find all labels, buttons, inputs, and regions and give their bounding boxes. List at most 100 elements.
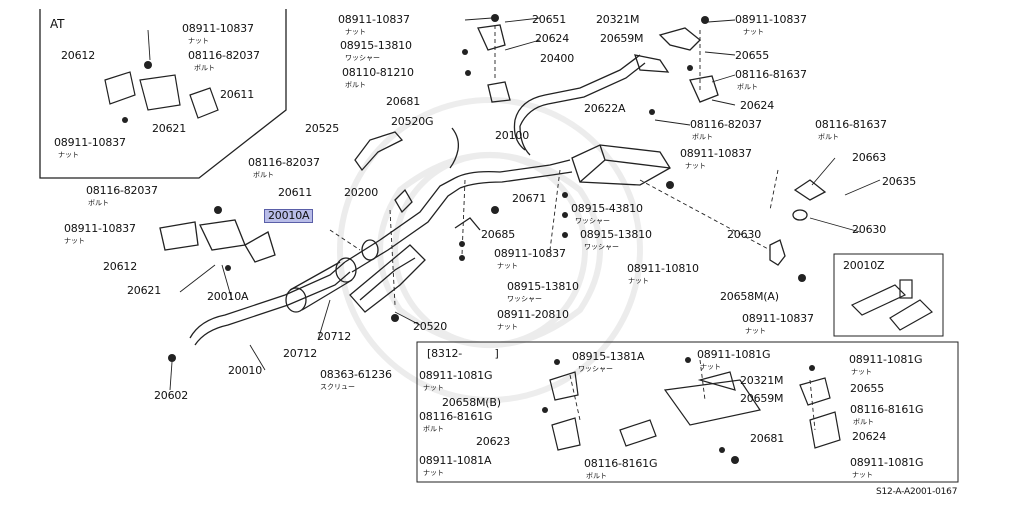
- part-label[interactable]: 20321M: [740, 374, 784, 387]
- part-label[interactable]: 20685: [481, 228, 515, 241]
- part-label[interactable]: 20630: [852, 223, 886, 236]
- part-type-label: ボルト: [194, 64, 215, 72]
- part-label[interactable]: 08363-61236: [320, 368, 392, 381]
- part-type-label: ナット: [345, 28, 366, 36]
- part-label[interactable]: 20659M: [740, 392, 784, 405]
- part-type-label: ワッシャー: [578, 365, 613, 373]
- part-label[interactable]: 08911-1081G: [850, 456, 924, 469]
- part-label[interactable]: 08915-43810: [571, 202, 643, 215]
- part-label[interactable]: 20681: [750, 432, 784, 445]
- part-label[interactable]: 20623: [476, 435, 510, 448]
- part-label[interactable]: 08911-1081G: [419, 369, 493, 382]
- variant-inset-box: [416, 341, 959, 483]
- part-label[interactable]: 20651: [532, 13, 566, 26]
- part-label[interactable]: 08911-10837: [64, 222, 136, 235]
- part-label[interactable]: 08911-10837: [338, 13, 410, 26]
- part-label[interactable]: 08911-10810: [627, 262, 699, 275]
- part-label[interactable]: 20655: [850, 382, 884, 395]
- part-label[interactable]: 08911-10837: [54, 136, 126, 149]
- part-label[interactable]: 08911-1081G: [849, 353, 923, 366]
- part-label[interactable]: 20520G: [391, 115, 434, 128]
- part-label[interactable]: 20010: [228, 364, 262, 377]
- part-label[interactable]: 20658M(B): [442, 396, 501, 409]
- part-type-label: ナット: [58, 151, 79, 159]
- part-label[interactable]: 20712: [317, 330, 351, 343]
- part-label[interactable]: 20630: [727, 228, 761, 241]
- part-label[interactable]: 08116-82037: [188, 49, 260, 62]
- part-label[interactable]: 20712: [283, 347, 317, 360]
- part-label[interactable]: 20658M(A): [720, 290, 779, 303]
- part-label[interactable]: 08116-8161G: [850, 403, 924, 416]
- part-type-label: ナット: [423, 384, 444, 392]
- part-label[interactable]: 20200: [344, 186, 378, 199]
- part-type-label: ナット: [851, 368, 872, 376]
- part-type-label: ナット: [743, 28, 764, 36]
- part-label[interactable]: 20622A: [584, 102, 626, 115]
- part-label[interactable]: 20602: [154, 389, 188, 402]
- part-label[interactable]: 20635: [882, 175, 916, 188]
- part-label[interactable]: 08915-13810: [340, 39, 412, 52]
- part-type-label: ボルト: [737, 83, 758, 91]
- part-label[interactable]: 20010A: [207, 290, 249, 303]
- part-label[interactable]: 08911-20810: [497, 308, 569, 321]
- part-type-label: ナット: [852, 471, 873, 479]
- part-label[interactable]: 20624: [852, 430, 886, 443]
- part-label[interactable]: 20624: [740, 99, 774, 112]
- part-label[interactable]: 08911-10837: [735, 13, 807, 26]
- leader-lines: [329, 25, 816, 431]
- part-type-label: ナット: [628, 277, 649, 285]
- part-label[interactable]: 20612: [103, 260, 137, 273]
- exhaust-pipes: [159, 24, 827, 346]
- watermark: [337, 97, 643, 403]
- part-label[interactable]: 20100: [495, 129, 529, 142]
- part-label[interactable]: 20681: [386, 95, 420, 108]
- part-label[interactable]: 20663: [852, 151, 886, 164]
- part-label-highlighted[interactable]: 20010A: [264, 209, 314, 223]
- part-label[interactable]: 20655: [735, 49, 769, 62]
- part-type-label: ナット: [497, 323, 518, 331]
- part-type-label: ボルト: [692, 133, 713, 141]
- part-label[interactable]: 08116-8161G: [584, 457, 658, 470]
- part-type-label: ナット: [745, 327, 766, 335]
- part-type-label: ボルト: [853, 418, 874, 426]
- part-label[interactable]: 20612: [61, 49, 95, 62]
- part-label[interactable]: 20321M: [596, 13, 640, 26]
- part-label[interactable]: 20611: [278, 186, 312, 199]
- part-label[interactable]: 08911-10837: [680, 147, 752, 160]
- part-type-label: ワッシャー: [575, 217, 610, 225]
- part-label[interactable]: 08116-82037: [248, 156, 320, 169]
- part-label[interactable]: 20525: [305, 122, 339, 135]
- part-type-label: ワッシャー: [584, 243, 619, 251]
- part-label[interactable]: 08116-82037: [86, 184, 158, 197]
- part-label[interactable]: 08116-81637: [735, 68, 807, 81]
- kit-box-title[interactable]: 20010Z: [843, 259, 885, 272]
- part-label[interactable]: 20659M: [600, 32, 644, 45]
- variant-box-parts: [549, 371, 841, 451]
- label-leaders: [147, 17, 881, 391]
- part-label[interactable]: 08116-81637: [815, 118, 887, 131]
- part-label[interactable]: 20671: [512, 192, 546, 205]
- part-label[interactable]: 08911-1081G: [697, 348, 771, 361]
- part-label[interactable]: 08110-81210: [342, 66, 414, 79]
- part-type-label: ボルト: [423, 425, 444, 433]
- part-label[interactable]: 08911-10837: [742, 312, 814, 325]
- part-type-label: ナット: [497, 262, 518, 270]
- part-label[interactable]: 08116-8161G: [419, 410, 493, 423]
- part-label[interactable]: 20621: [152, 122, 186, 135]
- part-label[interactable]: 20621: [127, 284, 161, 297]
- part-type-label: ボルト: [253, 171, 274, 179]
- part-type-label: ワッシャー: [345, 54, 380, 62]
- part-label[interactable]: 20400: [540, 52, 574, 65]
- part-label[interactable]: 08915-13810: [580, 228, 652, 241]
- part-label[interactable]: 08911-1081A: [419, 454, 492, 467]
- part-label[interactable]: 20520: [413, 320, 447, 333]
- part-type-label: ナット: [188, 37, 209, 45]
- part-label[interactable]: 08915-1381A: [572, 350, 645, 363]
- part-label[interactable]: 20611: [220, 88, 254, 101]
- part-label[interactable]: 08911-10837: [494, 247, 566, 260]
- part-label[interactable]: 08911-10837: [182, 22, 254, 35]
- part-label[interactable]: 08915-13810: [507, 280, 579, 293]
- at-inset-box: [39, 9, 287, 179]
- part-label[interactable]: 20624: [535, 32, 569, 45]
- part-label[interactable]: 08116-82037: [690, 118, 762, 131]
